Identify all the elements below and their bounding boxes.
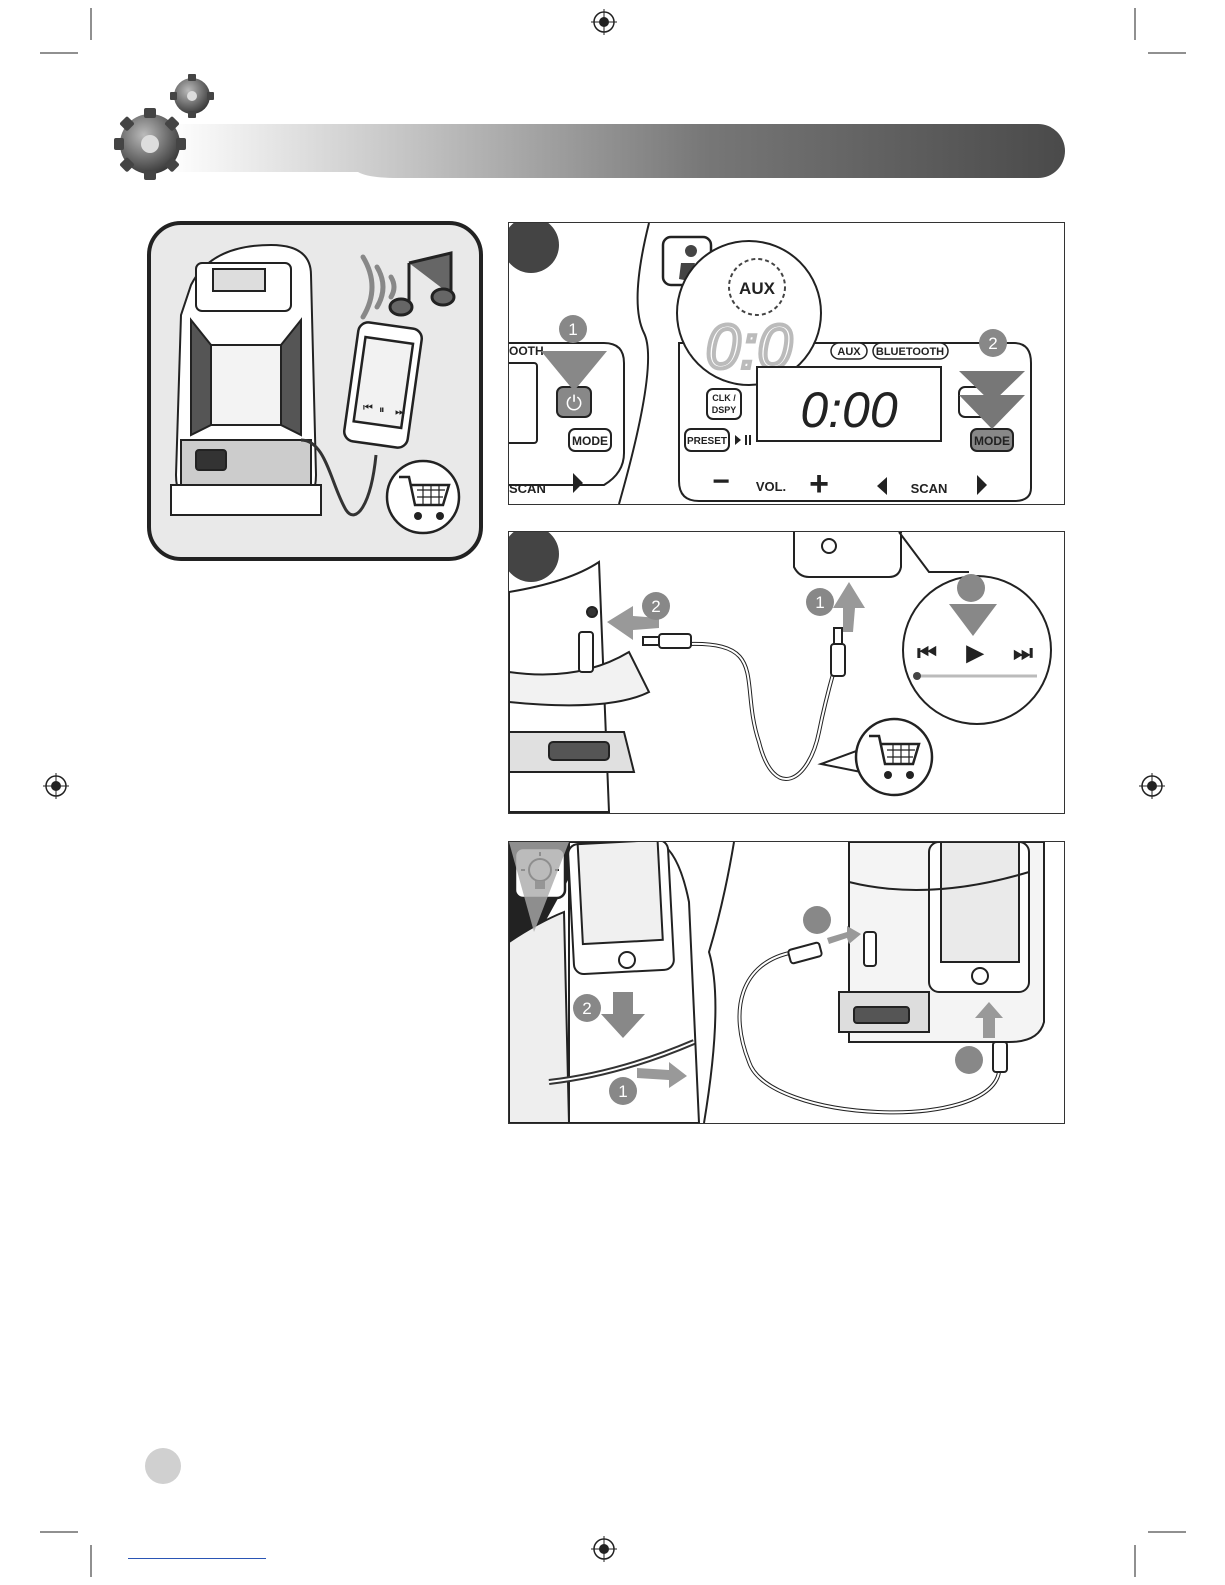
tip-panel: 2 1	[508, 841, 1065, 1124]
clk-label: CLK /	[712, 393, 736, 403]
vol-label: VOL.	[756, 479, 786, 494]
power-icon: ⏻	[566, 393, 582, 415]
radio-side-illustration	[509, 562, 649, 812]
registration-mark-bottom	[591, 1536, 617, 1562]
aux-zoom-label: AUX	[739, 279, 776, 298]
next-track-icon: ⏭	[1013, 640, 1033, 665]
preset-label: PRESET	[687, 436, 727, 447]
phone-pause-icon: ⏸	[379, 404, 385, 416]
display-zoom-bubble: AUX 0:0	[677, 241, 821, 385]
callout-1-phone: 1	[815, 593, 824, 612]
phone-next-icon: ⏭	[395, 406, 405, 418]
lcd-time: 0:00	[800, 382, 898, 438]
player-zoom-bubble: ⏮ ▶ ⏭	[899, 532, 1051, 724]
aux-label: AUX	[837, 346, 861, 358]
shopping-cart-icon	[821, 719, 932, 795]
registration-mark-right	[1139, 773, 1165, 799]
callout-1-strap: 1	[618, 1082, 627, 1101]
step-a-panel: OOTH ⏻ 1 MODE SCAN AUX 0:0	[508, 222, 1065, 505]
aux-plug-right	[831, 628, 845, 676]
callout-unnumbered-phone	[955, 1046, 983, 1074]
bluetooth-tag: BLUETOOTH	[873, 343, 948, 359]
aux-tag: AUX	[831, 343, 867, 359]
gear-large-icon	[114, 108, 186, 180]
aux-plug-left	[643, 634, 691, 648]
bluetooth-label-partial: OOTH	[509, 344, 544, 358]
phone-prev-icon: ⏮	[363, 402, 373, 414]
dspy-label: DSPY	[712, 405, 737, 415]
footer-link-line	[128, 1558, 266, 1559]
mode-right-label: MODE	[974, 434, 1010, 448]
callout-2-mode: 2	[988, 334, 997, 353]
step-b-panel: 2 1 ⏮ ▶ ⏭	[508, 531, 1065, 814]
step-a-marker	[509, 223, 559, 273]
mode-left-label: MODE	[572, 434, 608, 448]
step-b-marker	[509, 532, 559, 582]
radio-phone-illustration: ⏮ ⏸ ⏭	[151, 225, 479, 557]
registration-mark-left	[43, 773, 69, 799]
insert-arrow-phone	[833, 582, 865, 632]
callout-1-power: 1	[568, 320, 577, 339]
preset-button[interactable]: PRESET	[685, 429, 729, 451]
press-arrow-power	[541, 351, 607, 391]
phone-top-illustration	[794, 532, 901, 577]
callout-2-jack: 2	[651, 597, 660, 616]
aux-plug-tip-bottom	[993, 1042, 1007, 1072]
volume-down-button[interactable]: −	[712, 465, 730, 498]
section-header-banner	[108, 72, 1068, 184]
page-number-marker	[145, 1448, 181, 1484]
clk-dspy-button[interactable]: CLK / DSPY	[707, 389, 741, 419]
scan-right-arrow-left	[573, 473, 583, 493]
mode-button-left[interactable]: MODE	[569, 429, 611, 451]
scan-left-label: SCAN	[509, 481, 546, 496]
bluetooth-label: BLUETOOTH	[876, 346, 944, 358]
aux-plug-tip-top	[788, 942, 823, 964]
overview-panel: ⏮ ⏸ ⏭	[147, 221, 483, 561]
smartphone-icon	[343, 321, 423, 449]
scan-label: SCAN	[911, 481, 948, 496]
shopping-cart-icon	[387, 461, 459, 533]
panel-divider	[704, 842, 734, 1123]
progress-knob	[913, 672, 921, 680]
radio-speaker-icon	[171, 245, 321, 515]
prev-track-icon: ⏮	[917, 640, 937, 665]
callout-2-slide: 2	[582, 999, 591, 1018]
music-note-icon	[390, 253, 454, 315]
gear-small-icon	[170, 74, 214, 118]
callout-unnumbered-jack	[803, 906, 831, 934]
play-button[interactable]: ▶	[966, 640, 985, 665]
registration-mark-top	[591, 9, 617, 35]
power-button[interactable]: ⏻	[557, 387, 591, 417]
docked-phone-scene	[839, 842, 1044, 1042]
volume-up-button[interactable]: +	[809, 465, 829, 503]
